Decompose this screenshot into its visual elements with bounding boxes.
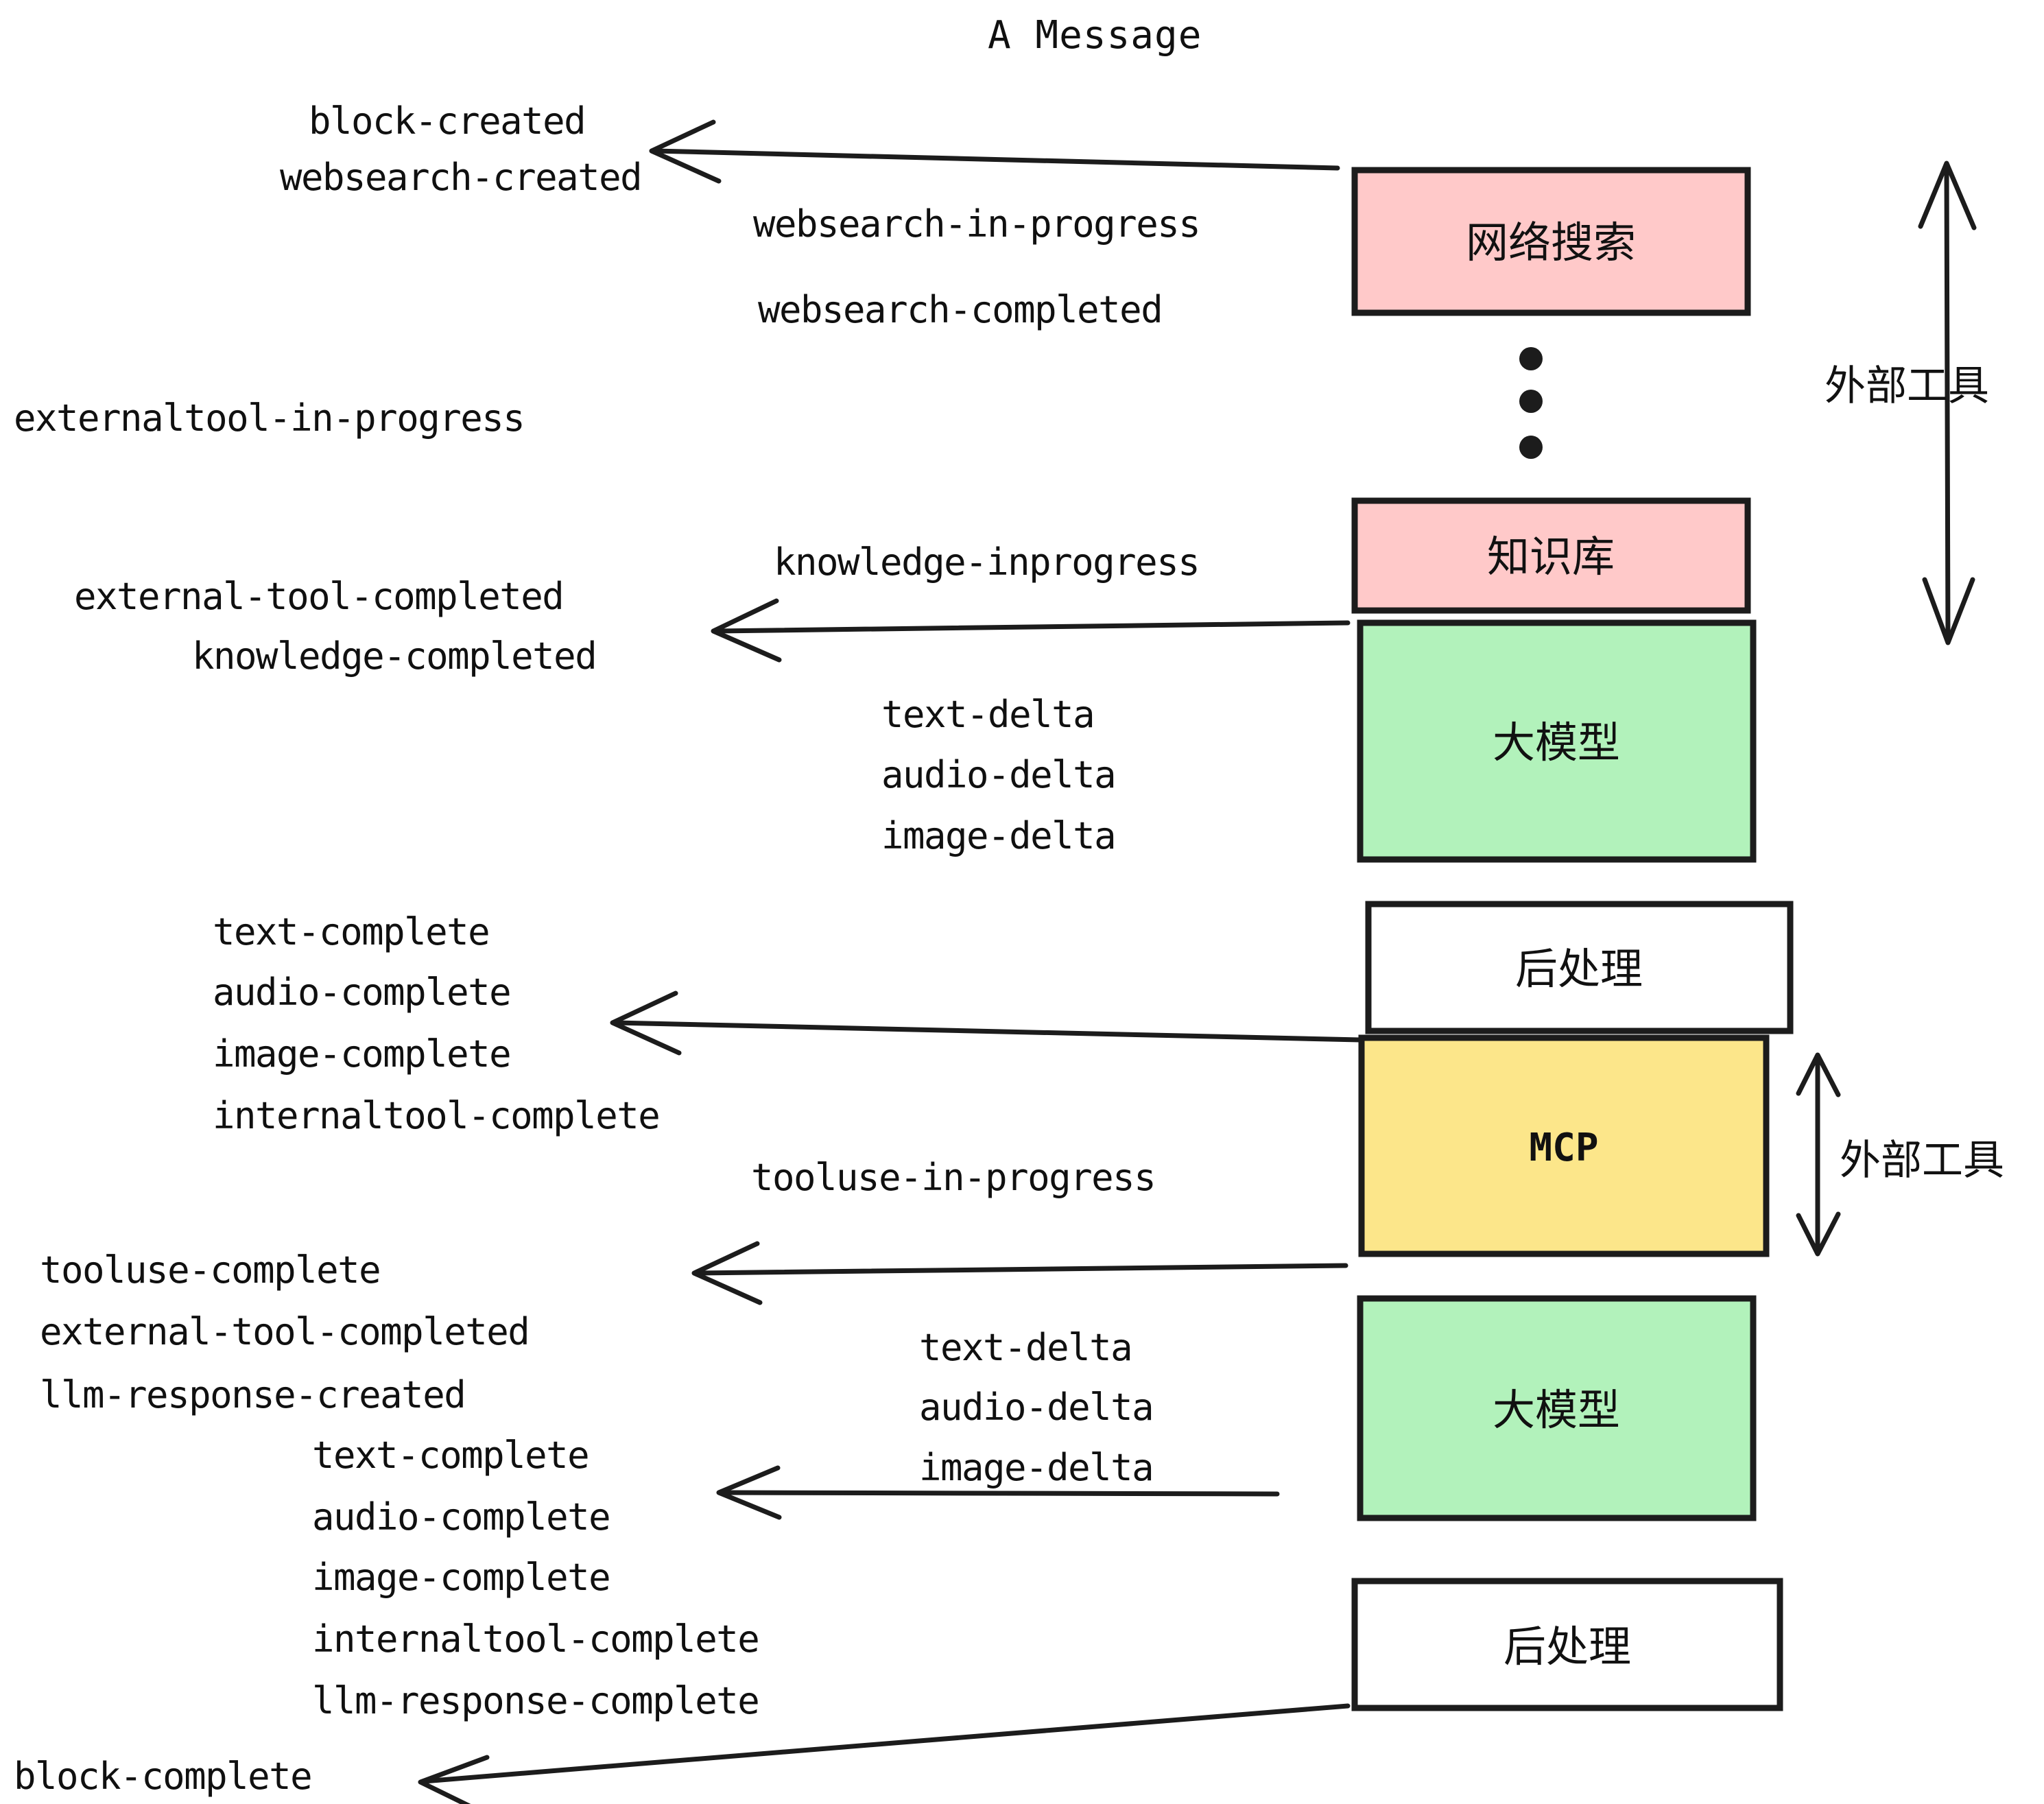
node-label-llm-1: 大模型 xyxy=(1493,717,1620,768)
ellipsis-dot xyxy=(1519,390,1543,413)
node-postprocess-2[interactable]: 后处理 xyxy=(1351,1578,1783,1711)
node-postprocess-1[interactable]: 后处理 xyxy=(1365,901,1794,1034)
event-label-text-complete-1: text-complete xyxy=(213,910,489,953)
diagram-title: A Message xyxy=(988,13,1202,58)
event-label-knowledge-inprogress: knowledge-inprogress xyxy=(774,541,1199,584)
arrow-postprocess-to-left xyxy=(610,990,1363,1056)
node-label-postprocess-1: 后处理 xyxy=(1515,944,1643,994)
external-tool-label-bottom: 外部工具 xyxy=(1840,1137,2004,1185)
arrow-group xyxy=(418,119,1363,1804)
node-websearch[interactable]: 网络搜索 xyxy=(1351,167,1751,316)
event-label-external-tool-completed-1: external-tool-completed xyxy=(74,575,563,618)
arrow-llm2-to-left xyxy=(716,1465,1280,1520)
event-label-knowledge-completed: knowledge-completed xyxy=(192,634,596,678)
event-label-text-delta-1: text-delta xyxy=(881,693,1094,736)
event-label-image-complete-2: image-complete xyxy=(312,1556,610,1599)
node-llm-1[interactable]: 大模型 xyxy=(1357,619,1757,863)
event-label-internaltool-complete-2: internaltool-complete xyxy=(312,1617,759,1661)
arrow-mcp-to-left xyxy=(691,1241,1348,1305)
event-label-websearch-completed: websearch-completed xyxy=(758,288,1162,331)
external-tool-annotation-bottom: 外部工具 xyxy=(1796,1052,2004,1257)
node-knowledge[interactable]: 知识库 xyxy=(1351,497,1751,614)
event-label-audio-delta-1: audio-delta xyxy=(881,753,1115,796)
ellipsis-dot xyxy=(1519,347,1543,370)
event-label-image-complete-1: image-complete xyxy=(213,1032,510,1076)
event-label-block-created: block-created xyxy=(309,99,585,143)
event-label-image-delta-2: image-delta xyxy=(919,1446,1153,1489)
event-label-llm-response-complete: llm-response-complete xyxy=(312,1679,759,1722)
event-label-image-delta-1: image-delta xyxy=(881,814,1115,857)
external-tool-label-top: 外部工具 xyxy=(1825,362,1989,410)
event-label-audio-complete-1: audio-complete xyxy=(213,971,510,1014)
ellipsis-dots xyxy=(1519,347,1543,459)
node-label-mcp: MCP xyxy=(1529,1126,1598,1170)
node-label-websearch: 网络搜索 xyxy=(1466,217,1636,268)
event-label-websearch-in-progress: websearch-in-progress xyxy=(753,202,1200,246)
arrow-postprocess2-to-bottom xyxy=(418,1703,1351,1804)
node-label-postprocess-2: 后处理 xyxy=(1504,1622,1631,1672)
node-label-llm-2: 大模型 xyxy=(1493,1385,1620,1435)
external-tool-annotation-top: 外部工具 xyxy=(1825,161,1989,645)
event-label-tooluse-complete: tooluse-complete xyxy=(40,1248,380,1292)
event-label-external-tool-completed-2: external-tool-completed xyxy=(40,1310,529,1353)
event-label-tooluse-in-progress: tooluse-in-progress xyxy=(751,1156,1155,1199)
ellipsis-dot xyxy=(1519,436,1543,459)
event-label-text-complete-2: text-complete xyxy=(312,1434,589,1477)
event-label-block-complete: block-complete xyxy=(14,1755,311,1798)
event-label-llm-response-created: llm-response-created xyxy=(40,1373,465,1416)
node-llm-2[interactable]: 大模型 xyxy=(1357,1295,1757,1521)
node-mcp[interactable]: MCP xyxy=(1358,1034,1770,1257)
event-label-websearch-created: websearch-created xyxy=(280,156,641,199)
arrow-knowledge-to-left xyxy=(711,598,1351,663)
node-label-knowledge: 知识库 xyxy=(1487,532,1615,582)
event-label-audio-delta-2: audio-delta xyxy=(919,1386,1153,1429)
event-label-text-delta-2: text-delta xyxy=(919,1326,1132,1369)
event-label-externaltool-in-progress: externaltool-in-progress xyxy=(14,396,524,440)
event-label-group: block-created websearch-created websearch-… xyxy=(14,99,1201,1798)
event-label-internaltool-complete-1: internaltool-complete xyxy=(213,1094,659,1137)
arrow-websearch-to-block xyxy=(649,119,1340,184)
event-label-audio-complete-2: audio-complete xyxy=(312,1495,610,1539)
